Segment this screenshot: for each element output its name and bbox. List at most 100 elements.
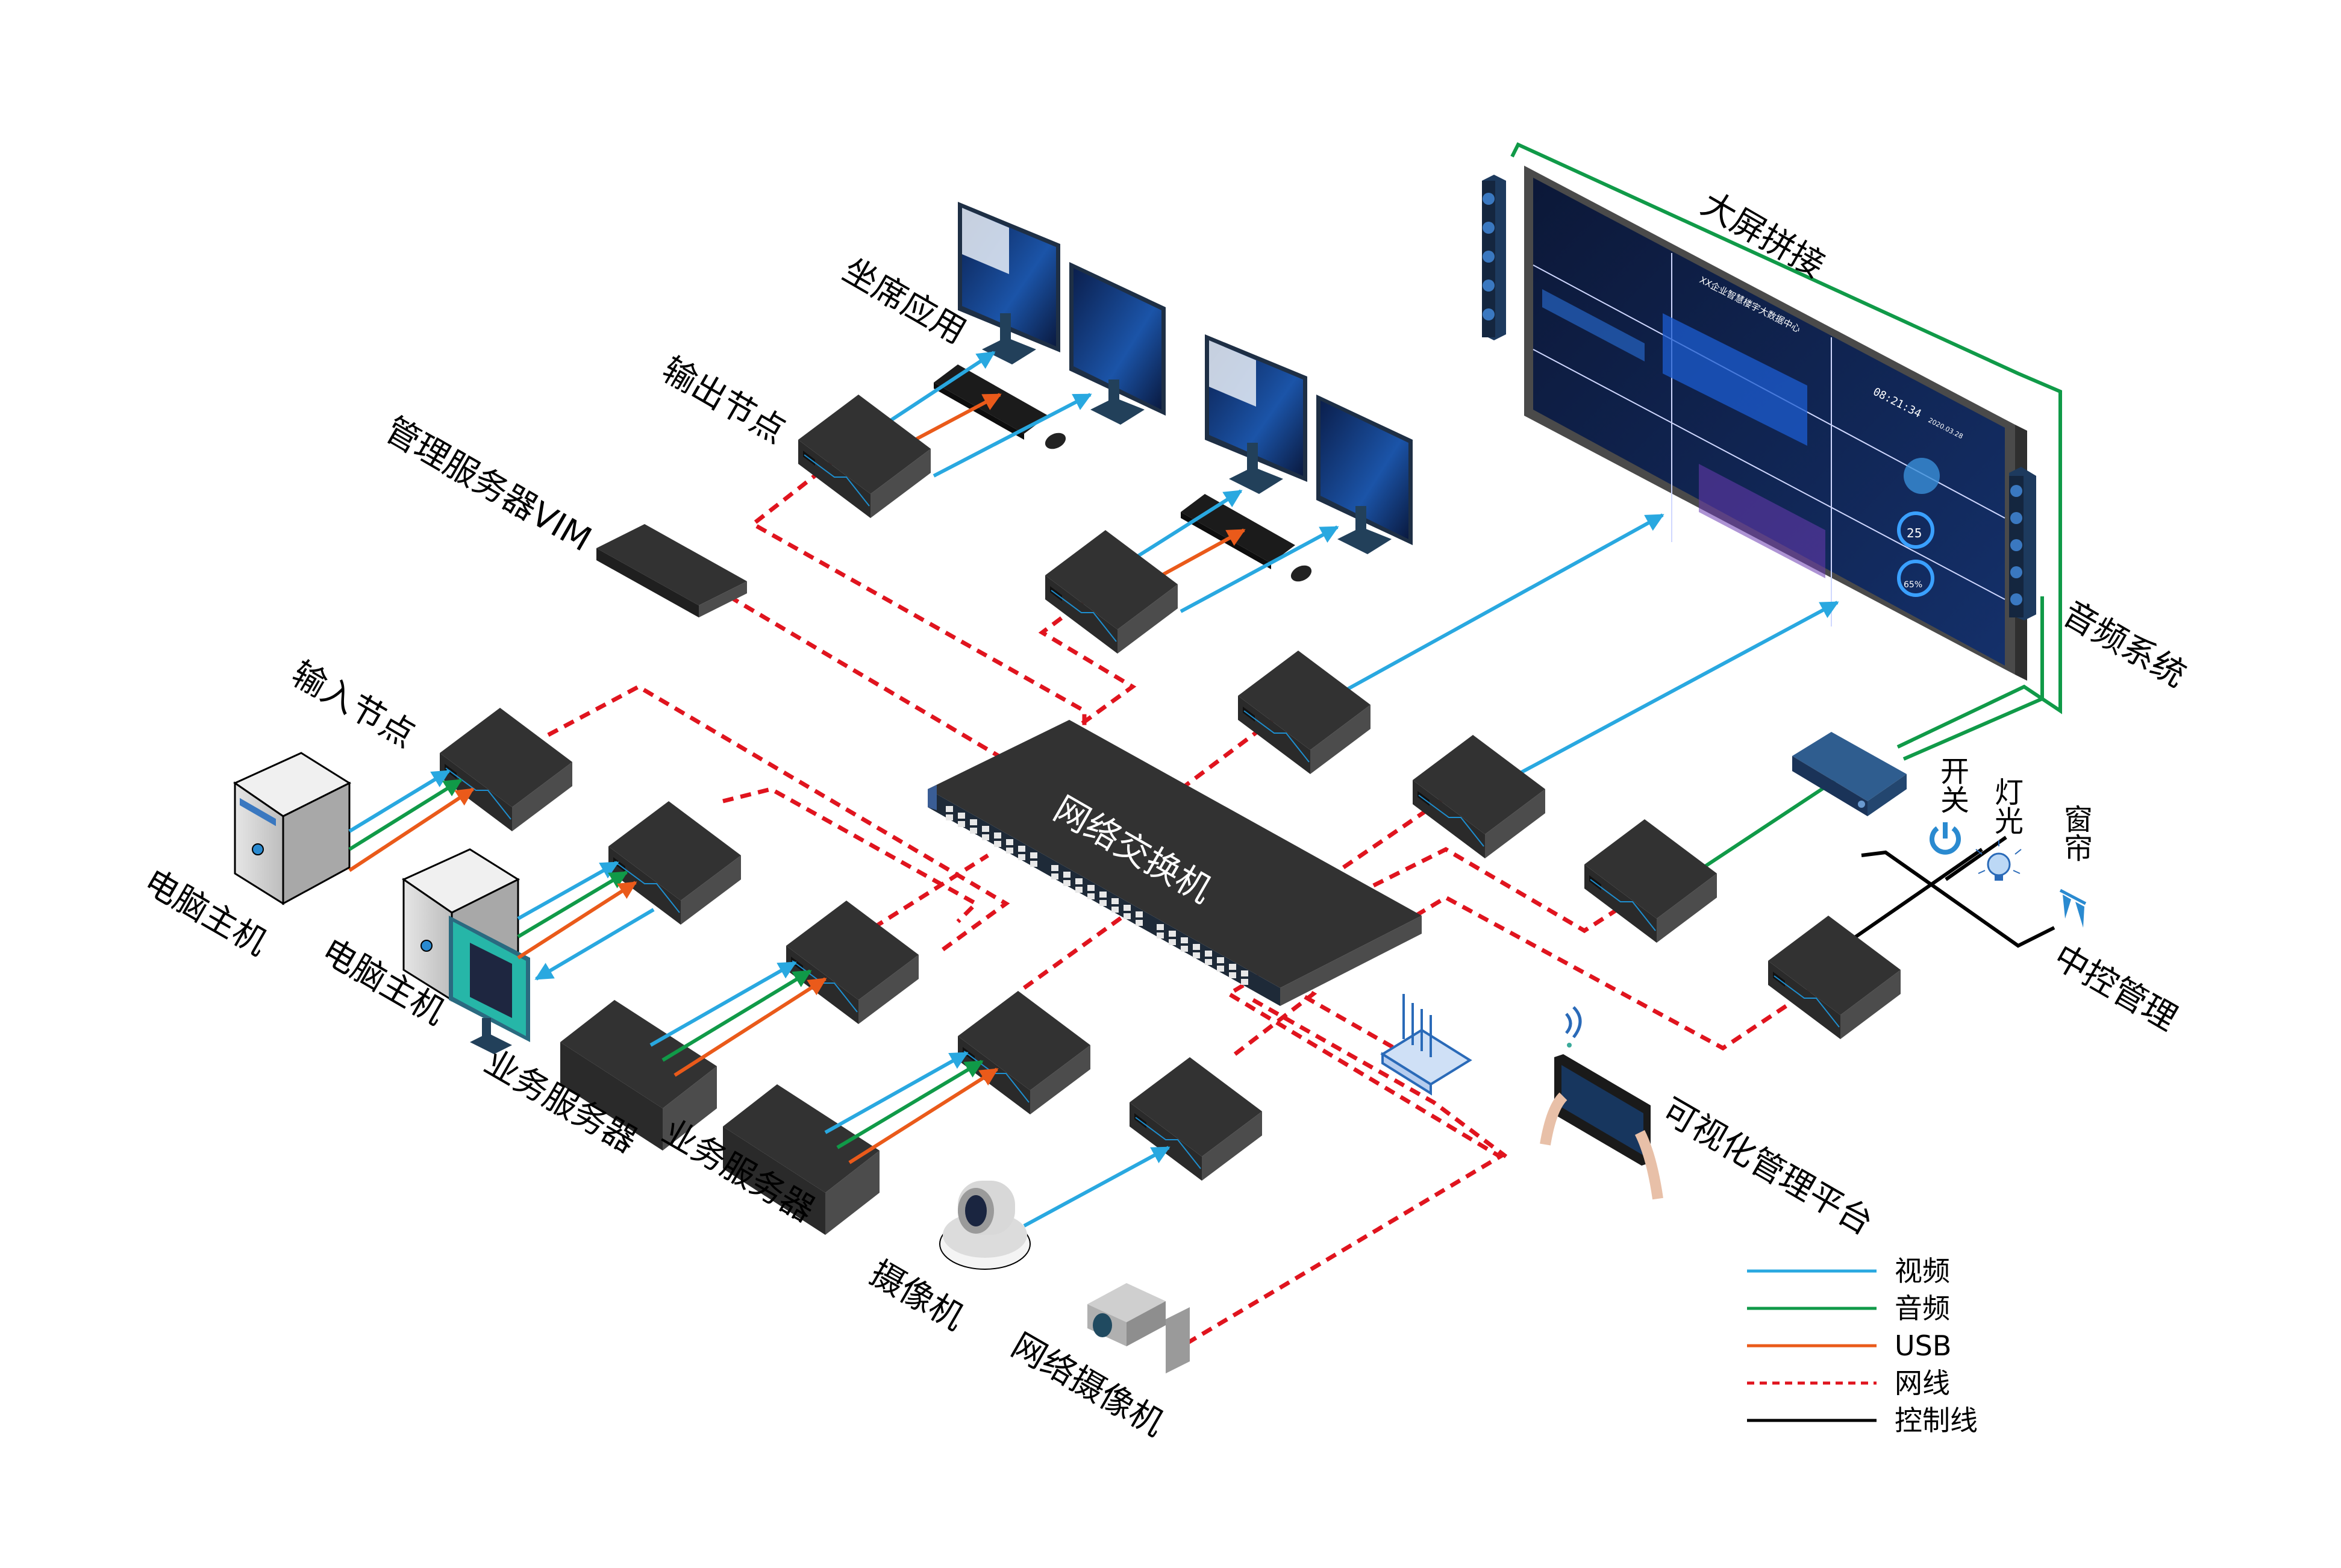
switch-port bbox=[1075, 878, 1083, 884]
wall-node-2 bbox=[1412, 734, 1546, 859]
output-node-1 bbox=[798, 394, 931, 519]
label-mgmt-server: 管理服务器VIM bbox=[378, 410, 598, 560]
net-cable-ctrl-node bbox=[1414, 895, 1814, 1051]
input-2-cables bbox=[517, 861, 655, 981]
audio-amplifier bbox=[1792, 732, 1907, 816]
label-network-camera: 网络摄像机 bbox=[1005, 1326, 1170, 1444]
monitor-1b bbox=[1069, 262, 1166, 425]
switch-port bbox=[946, 814, 953, 820]
legend-label-2: USB bbox=[1895, 1329, 1951, 1362]
switch-port bbox=[1205, 959, 1212, 965]
biz-node-2 bbox=[957, 990, 1091, 1115]
switch-port bbox=[1006, 839, 1013, 845]
input-1-cables bbox=[348, 769, 475, 872]
switch-port bbox=[1063, 880, 1070, 886]
wall-node-1 bbox=[1237, 650, 1371, 775]
switch-port bbox=[1124, 913, 1131, 919]
switch-port bbox=[1229, 972, 1236, 978]
switch-port bbox=[1181, 946, 1188, 952]
switch-ports bbox=[946, 806, 1248, 985]
label-central-control: 中控管理 bbox=[2047, 937, 2183, 1039]
switch-port bbox=[1111, 898, 1119, 904]
net-cable-router-2 bbox=[1252, 998, 1508, 1158]
monitor-2a bbox=[1205, 334, 1307, 494]
legend-label-1: 音频 bbox=[1895, 1292, 1950, 1325]
switch-port bbox=[1205, 951, 1212, 957]
audio-cable-amp-to-speakers-a bbox=[1510, 142, 2062, 749]
switch-port bbox=[1193, 944, 1200, 950]
ctrl-cable-light bbox=[1945, 836, 2007, 881]
label-visual-platform: 可视化管理平台 bbox=[1655, 1091, 1880, 1243]
video-wall-people-percent: 65% bbox=[1904, 580, 1922, 590]
label-audio-system: 音频系统 bbox=[2056, 594, 2192, 695]
audio-cable-amp-to-speakers-b bbox=[1902, 596, 2044, 761]
mouse-1 bbox=[1045, 433, 1066, 449]
legend-label-4: 控制线 bbox=[1895, 1404, 1978, 1437]
biz-2-cables bbox=[824, 1051, 999, 1164]
audio-node bbox=[1584, 819, 1717, 943]
switch-port bbox=[1030, 861, 1037, 867]
output-node-2 bbox=[1045, 529, 1178, 654]
net-cable-input-node-2 bbox=[722, 787, 980, 923]
net-cable-output-node-2 bbox=[1038, 595, 1137, 737]
management-server bbox=[596, 524, 747, 617]
network-camera bbox=[1087, 1283, 1190, 1373]
switch-port bbox=[1169, 931, 1176, 937]
power-switch-icon bbox=[1930, 822, 1961, 855]
switch-port bbox=[1030, 852, 1037, 858]
keyboard-1 bbox=[934, 364, 1048, 440]
video-wall bbox=[1524, 166, 2027, 681]
switch-port bbox=[1241, 979, 1248, 985]
label-switch-ctrl: 开关 bbox=[1935, 756, 1969, 814]
network-cables bbox=[547, 447, 1814, 1346]
switch-port bbox=[1099, 892, 1107, 898]
switch-port bbox=[1018, 846, 1025, 852]
camera-video-cable bbox=[1023, 1146, 1170, 1228]
switch-port bbox=[1136, 911, 1143, 917]
switch-port bbox=[1217, 957, 1224, 963]
switch-port bbox=[1111, 907, 1119, 913]
camera-node bbox=[1129, 1057, 1263, 1181]
switch-port bbox=[1124, 905, 1131, 911]
switch-port bbox=[1051, 865, 1058, 871]
switch-port bbox=[1099, 900, 1107, 906]
switch-port bbox=[1018, 854, 1025, 860]
switch-port bbox=[1193, 952, 1200, 958]
input-node-2 bbox=[608, 801, 742, 925]
curtain-icon bbox=[2059, 889, 2087, 928]
central-control-node bbox=[1767, 915, 1901, 1040]
net-cable-cam-node bbox=[1167, 907, 1317, 1056]
switch-port bbox=[994, 841, 1001, 847]
label-input-node: 输入节点 bbox=[285, 654, 421, 755]
net-cable-biz-node-2 bbox=[1022, 908, 1134, 990]
business-server-2 bbox=[723, 1084, 880, 1235]
net-cable-input-node-1 bbox=[547, 684, 1010, 954]
workstation-1 bbox=[878, 202, 1166, 478]
monitor-1a bbox=[958, 202, 1060, 364]
workstation-2 bbox=[1125, 334, 1413, 613]
video-cables-wall bbox=[1345, 513, 1839, 776]
net-cable-mgmt-server bbox=[728, 594, 1025, 773]
mouse-2 bbox=[1290, 565, 1312, 582]
switch-port bbox=[1075, 887, 1083, 893]
switch-port bbox=[1087, 885, 1095, 891]
net-cable-netcam bbox=[1186, 973, 1504, 1346]
pc-monitor-2 bbox=[449, 916, 530, 1054]
label-seat-app: 坐席应用 bbox=[836, 251, 972, 352]
legend-label-0: 视频 bbox=[1895, 1255, 1950, 1287]
label-curtain-ctrl: 窗帘 bbox=[2058, 804, 2092, 862]
net-cable-output-node-1 bbox=[749, 447, 1087, 741]
label-camera: 摄像机 bbox=[863, 1254, 970, 1338]
switch-port bbox=[1217, 966, 1224, 972]
pc-tower-1 bbox=[233, 752, 352, 905]
switch-port bbox=[1241, 970, 1248, 976]
switch-port bbox=[1169, 939, 1176, 945]
switch-port bbox=[970, 828, 977, 834]
switch-port bbox=[1229, 964, 1236, 970]
switch-port bbox=[970, 819, 977, 825]
switch-port bbox=[1087, 893, 1095, 899]
switch-port bbox=[958, 813, 965, 819]
video-wall-elevator-value: 25 bbox=[1907, 526, 1922, 540]
speaker-left bbox=[1482, 175, 1506, 340]
